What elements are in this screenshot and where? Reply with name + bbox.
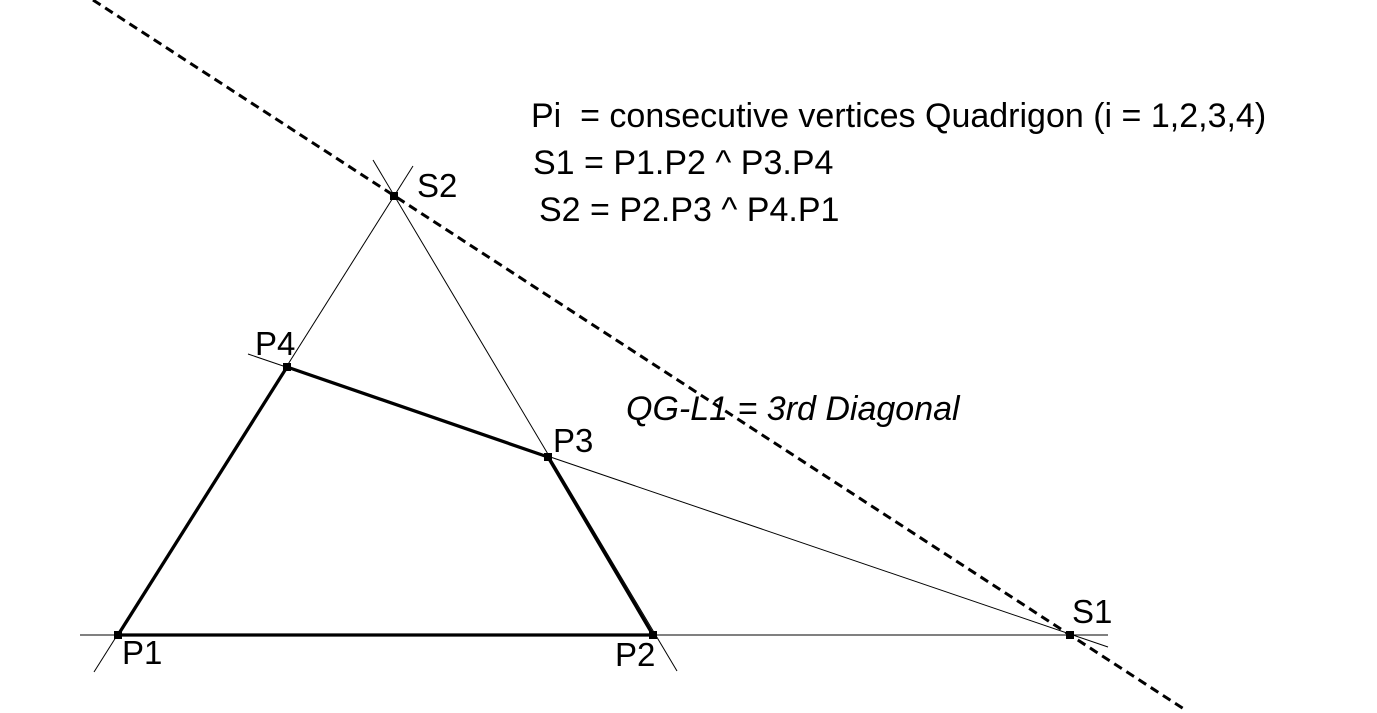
definition-line-s2: S2 = P2.P3 ^ P4.P1 [539,191,840,229]
point-marker-P2 [649,631,657,639]
point-marker-P1 [114,631,122,639]
definition-line-s1: S1 = P1.P2 ^ P3.P4 [533,144,834,182]
point-label-S2: S2 [417,167,458,204]
point-marker-S1 [1066,631,1074,639]
point-label-S1: S1 [1072,593,1113,630]
point-label-P2: P2 [615,636,656,673]
point-label-P4: P4 [255,325,296,362]
edge-P3-P4 [286,365,549,459]
definition-line-pi: Pi = consecutive vertices Quadrigon (i =… [531,97,1267,135]
edge-P2-P3 [546,456,655,636]
point-marker-P4 [283,363,291,371]
point-marker-S2 [390,192,398,200]
point-label-P1: P1 [122,634,163,671]
line-P2-P3-extended [372,159,678,672]
edge-P4-P1 [116,366,289,636]
point-label-P3: P3 [553,422,594,459]
third-diagonal-label: QG-L1 = 3rd Diagonal [626,390,960,428]
point-marker-P3 [544,453,552,461]
